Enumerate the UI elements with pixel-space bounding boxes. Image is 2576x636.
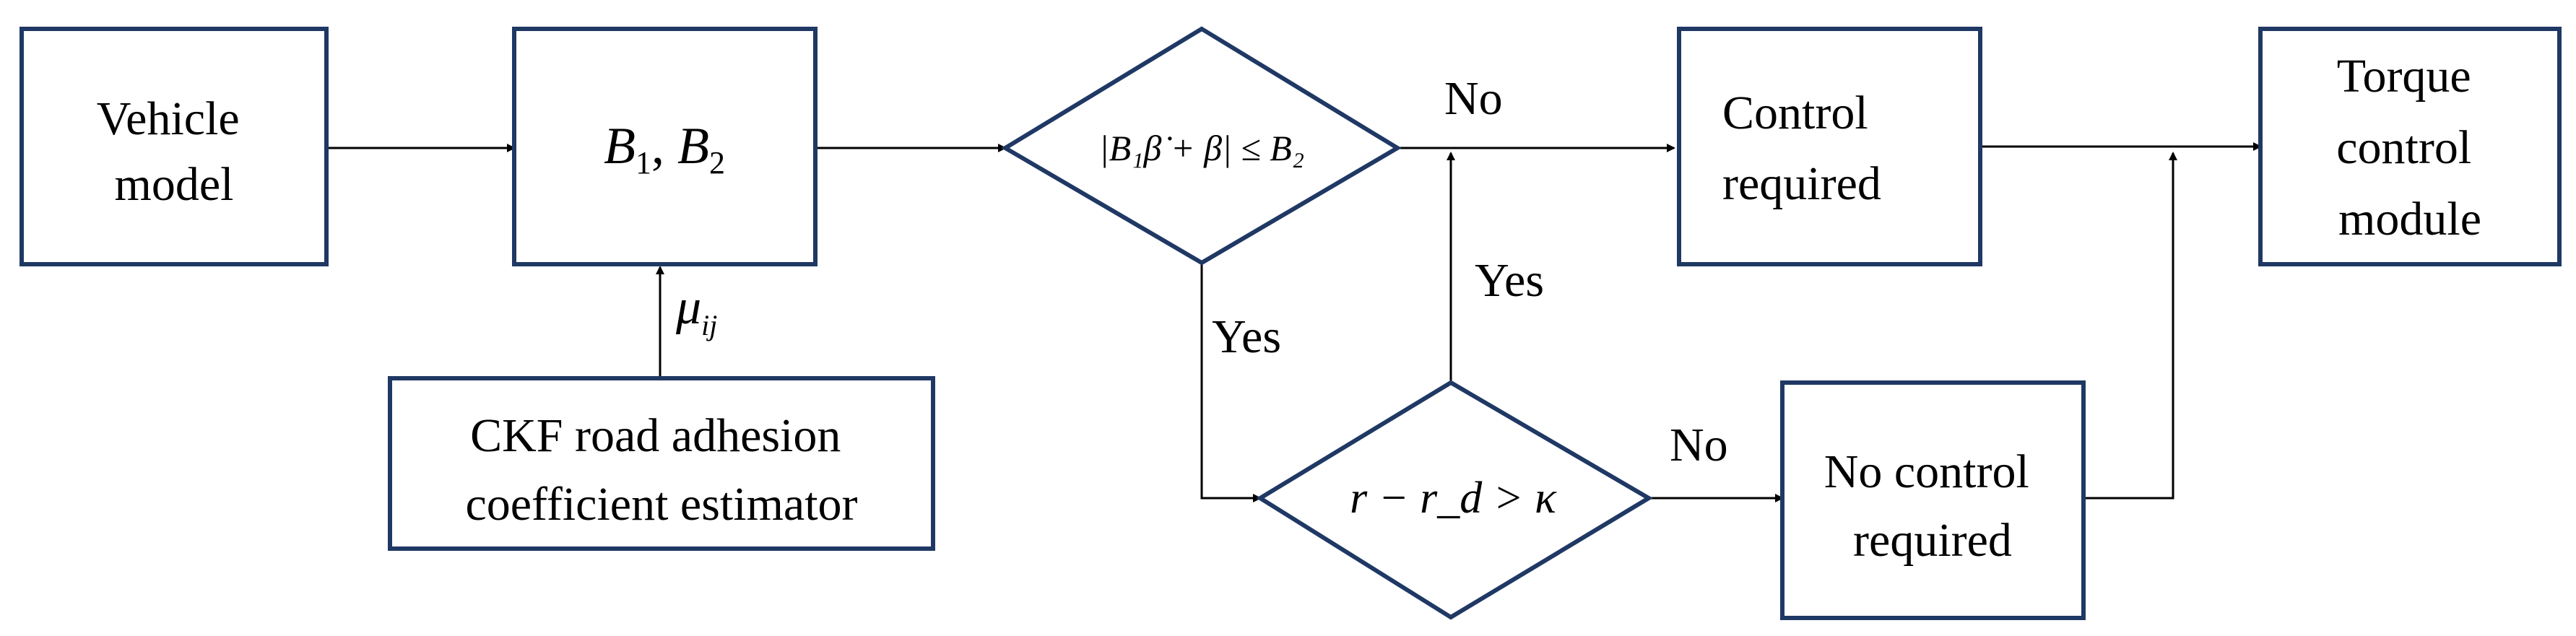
decision-2-yes-label: Yes	[1475, 254, 1544, 307]
control-required-label: Control required	[1722, 87, 1881, 210]
decision-2-diamond	[1256, 380, 1653, 620]
control-required-box	[1677, 27, 1982, 266]
no-control-required-box	[1780, 380, 2086, 620]
decision-2-no-label: No	[1670, 419, 1728, 471]
mu-ij-label: μij	[675, 279, 717, 341]
decision-1-expression: |B₁β̇ + β| ≤ B₂	[1099, 128, 1304, 168]
decision-1-diamond	[1001, 26, 1402, 266]
torque-control-module-label: Torque control module	[2336, 50, 2483, 245]
decision-1-no-label: No	[1444, 72, 1503, 125]
b-parameters-box	[512, 27, 818, 266]
ckf-estimator-label: CKF road adhesion coefficient estimator	[465, 409, 857, 531]
ckf-estimator-box	[388, 376, 935, 551]
no-control-required-label: No control required	[1824, 445, 2042, 567]
arrow-nocontrol-to-merge	[2083, 152, 2177, 500]
torque-control-module-box	[2258, 27, 2562, 266]
b-parameters-label: B1, B2	[604, 117, 725, 180]
decision-1-yes-label: Yes	[1212, 310, 1281, 363]
arrow-decision1-yes-down	[1200, 263, 1262, 502]
vehicle-model-box	[19, 27, 329, 266]
decision-2-expression: r − r_d > κ	[1350, 474, 1557, 523]
vehicle-model-label: Vehicle model	[97, 92, 251, 211]
